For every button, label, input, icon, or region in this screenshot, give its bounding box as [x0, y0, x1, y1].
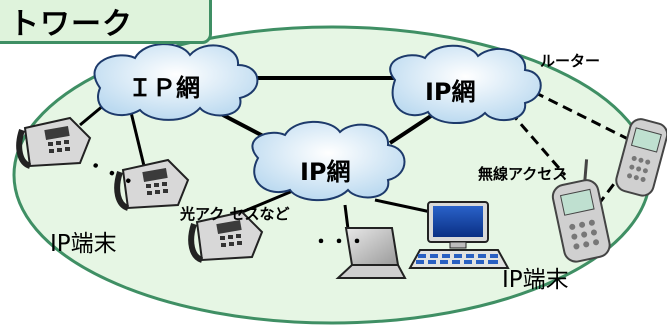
page-title: トワーク: [9, 7, 133, 42]
ip-phone-1: [16, 116, 92, 169]
cloud-label-1: ＩＰ網: [128, 74, 200, 102]
ellipsis-center: ・・・: [312, 232, 366, 253]
wireless-access-label: 無線アクセス: [478, 165, 568, 183]
mobile-phone-1: [551, 159, 611, 263]
desktop-pc-icon: [408, 201, 510, 269]
title-tab: トワーク: [0, 0, 212, 44]
cloud-label-2: IP網: [425, 78, 476, 106]
ip-phone-3: [188, 210, 264, 263]
optical-access-label: 光アク セスなど: [180, 205, 290, 223]
mobile-phone-2: [615, 118, 667, 197]
ip-terminal-left-label: IP端末: [50, 231, 117, 257]
ip-network-cloud-1: [93, 43, 259, 121]
ip-network-cloud-3: [251, 120, 406, 202]
cloud-label-3: IP網: [300, 158, 351, 186]
laptop-icon: [335, 227, 407, 279]
ip-terminal-right-label: IP端末: [502, 267, 569, 293]
ip-network-cloud-2: [389, 44, 542, 125]
router-label: ルーター: [540, 52, 601, 70]
ip-phone-2: [114, 158, 190, 211]
